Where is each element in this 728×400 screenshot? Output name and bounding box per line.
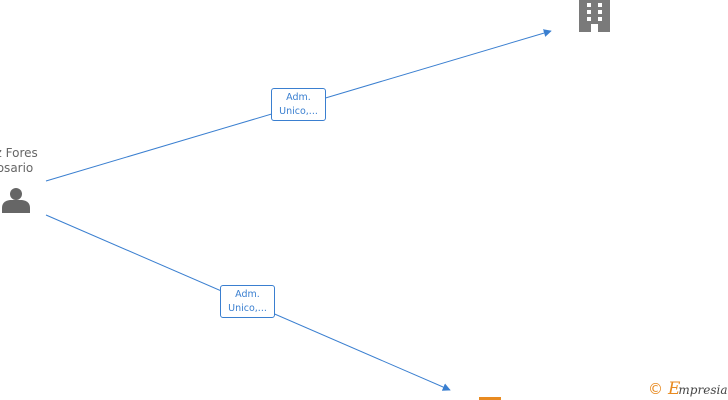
edge-label-1-line2: Unico,... [279, 106, 318, 117]
edge-label-1-line1: Adm. [286, 92, 311, 103]
edge-label-2-line1: Adm. [235, 289, 260, 300]
edge-label-2[interactable]: Adm. Unico,... [220, 285, 275, 318]
person-name: iz Fores osario [0, 146, 70, 176]
brand-initial: E [668, 379, 681, 399]
brand-name: mpresia [678, 383, 728, 397]
watermark: © Empresia [648, 379, 727, 399]
copyright-icon: © [648, 380, 663, 398]
person-icon[interactable] [2, 188, 30, 213]
edge-label-1[interactable]: Adm. Unico,... [271, 88, 326, 121]
person-name-line1: iz Fores [0, 146, 38, 160]
edge-label-2-line2: Unico,... [228, 303, 267, 314]
building-icon-highlighted[interactable] [479, 397, 501, 400]
person-name-line2: osario [0, 161, 34, 175]
building-icon[interactable] [579, 0, 610, 32]
brand-logo: Empresia [666, 379, 727, 399]
